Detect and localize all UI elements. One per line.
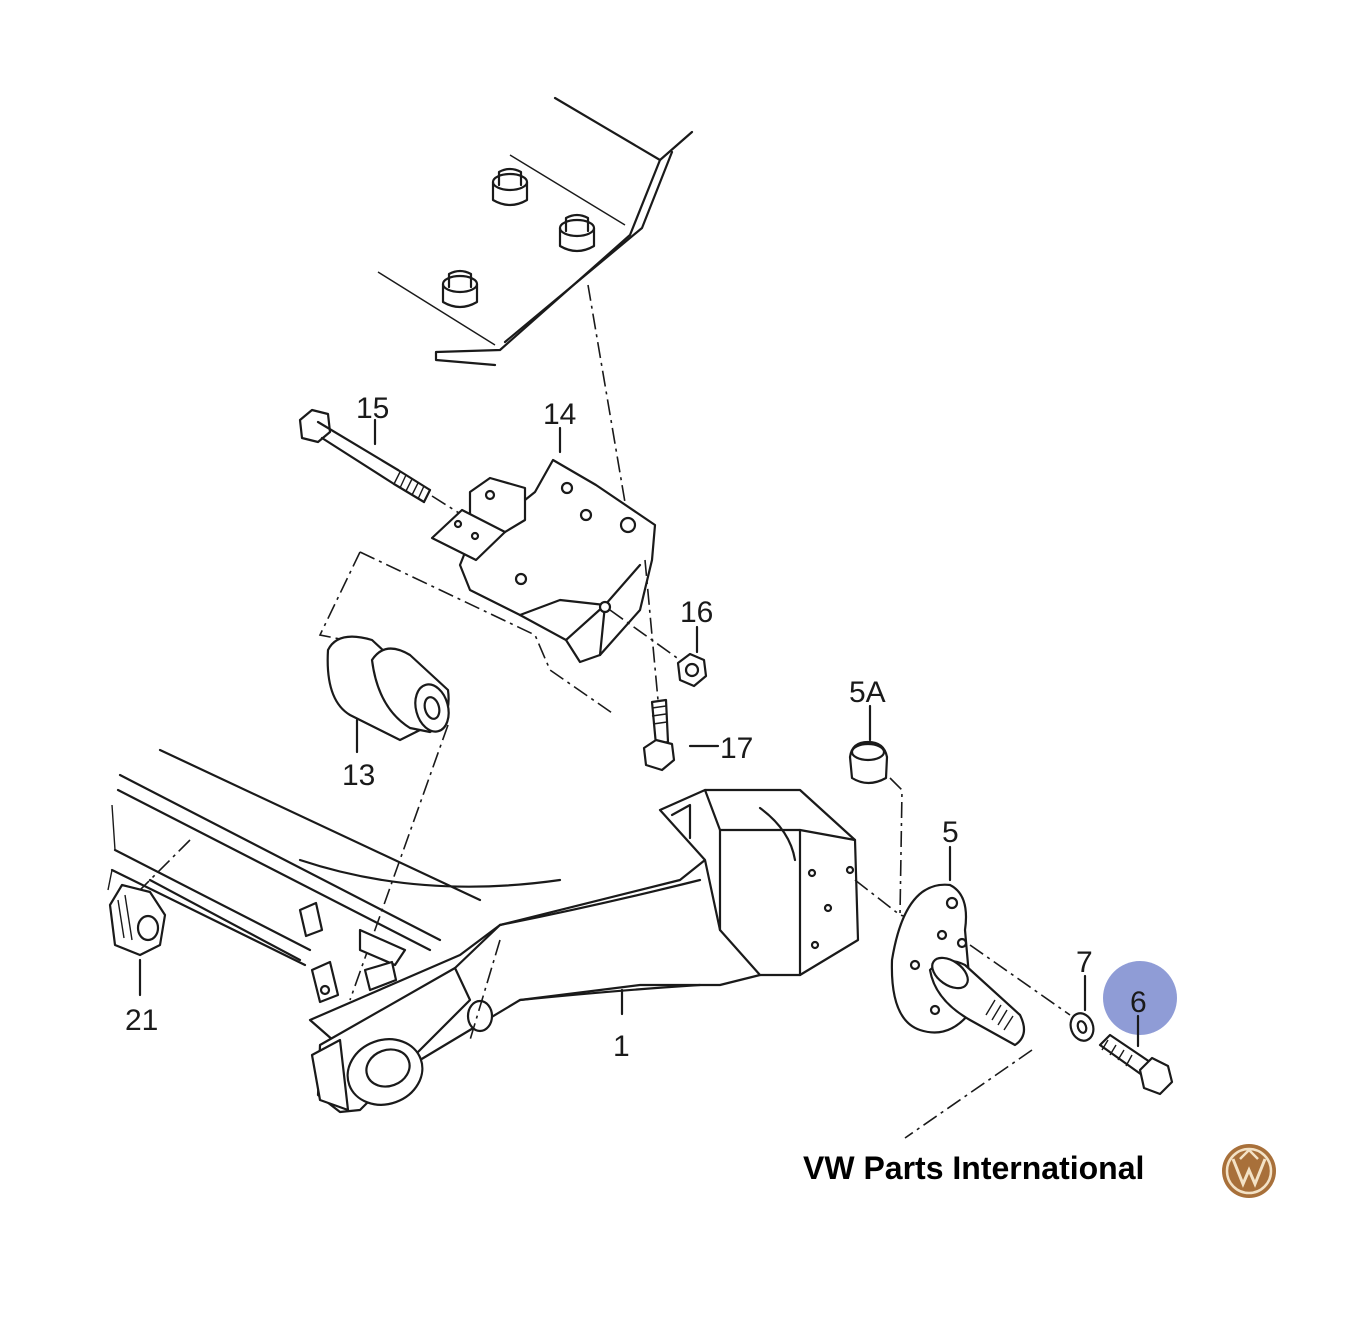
part-5-stub-axle: [854, 879, 1071, 1139]
label-7: 7: [1076, 946, 1093, 979]
callout-labels: 15 14 16 17 13 5A 5 7 6 1 21: [125, 392, 1147, 1063]
part-16-nut: [676, 652, 708, 688]
part-14-bracket: [430, 458, 681, 664]
label-5A: 5A: [849, 676, 886, 709]
part-21-bracket: [108, 883, 167, 957]
stud: [558, 213, 596, 253]
part-1-axle-beam: [107, 748, 860, 1114]
body-floor-panel: [377, 96, 694, 367]
label-16: 16: [680, 596, 713, 629]
label-13: 13: [342, 759, 375, 792]
label-17: 17: [720, 732, 753, 765]
part-7-washer: [1069, 1012, 1095, 1042]
part-15-bolt: [298, 408, 471, 521]
part-6-bolt: [1098, 961, 1177, 1096]
stud: [491, 167, 529, 207]
part-17-bolt: [642, 559, 676, 772]
brand-name: VW Parts International: [803, 1150, 1145, 1186]
vw-logo-icon: [1222, 1144, 1276, 1198]
stud: [441, 269, 479, 309]
label-15: 15: [356, 392, 389, 425]
highlight-marker: [1103, 961, 1177, 1035]
leader-lines: [138, 418, 1140, 1048]
part-5A-cap: [848, 740, 903, 916]
label-6: 6: [1130, 986, 1147, 1019]
label-14: 14: [543, 398, 576, 431]
label-5: 5: [942, 816, 959, 849]
label-1: 1: [613, 1030, 630, 1063]
label-21: 21: [125, 1004, 158, 1037]
part-13-bushing: [318, 551, 616, 1001]
